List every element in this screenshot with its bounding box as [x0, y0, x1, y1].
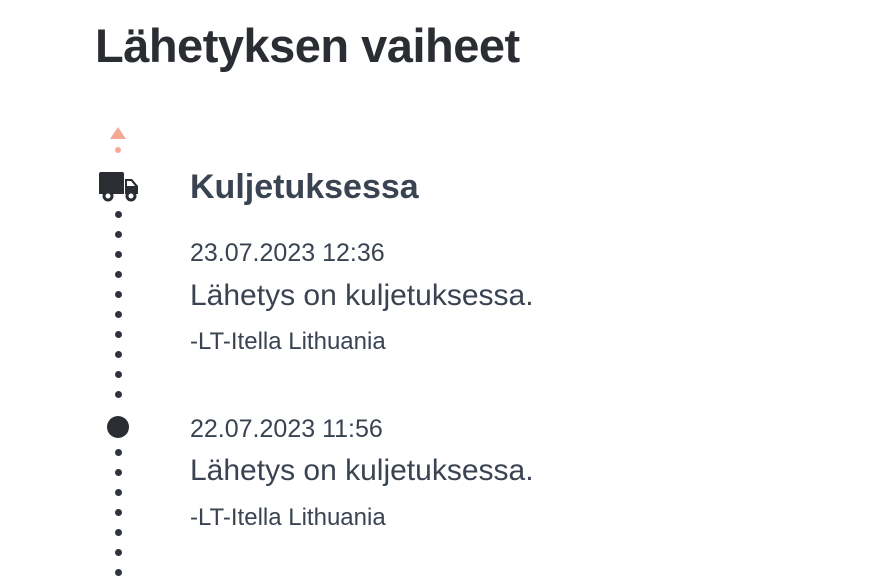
timeline-dot: [115, 509, 122, 516]
timeline-dot: [115, 449, 122, 456]
timeline-event-marker: [107, 416, 129, 438]
timeline-dot: [115, 311, 122, 318]
status-title: Kuljetuksessa: [190, 168, 419, 206]
timeline-dot: [115, 231, 122, 238]
page-title: Lähetyksen vaiheet: [95, 19, 520, 72]
event-location: -LT-Itella Lithuania: [190, 328, 386, 355]
event-description: Lähetys on kuljetuksessa.: [190, 454, 534, 487]
timeline-dot: [115, 291, 122, 298]
truck-icon: [97, 170, 140, 204]
event-location: -LT-Itella Lithuania: [190, 504, 386, 531]
event-date: 22.07.2023 11:56: [190, 415, 383, 443]
timeline-dot: [115, 469, 122, 476]
timeline-dot: [115, 489, 122, 496]
timeline-dot: [115, 351, 122, 358]
timeline-dot: [115, 549, 122, 556]
timeline-dot: [115, 271, 122, 278]
timeline-dot: [115, 529, 122, 536]
timeline-dot: [115, 331, 122, 338]
timeline-dot: [115, 371, 122, 378]
timeline-dot: [115, 391, 122, 398]
event-date: 23.07.2023 12:36: [190, 239, 385, 267]
timeline-dot: [115, 251, 122, 258]
timeline-dot-accent: [115, 147, 121, 153]
arrow-up-icon: [110, 127, 126, 139]
timeline-dot: [115, 569, 122, 576]
event-description: Lähetys on kuljetuksessa.: [190, 279, 534, 312]
timeline-dot: [115, 211, 122, 218]
